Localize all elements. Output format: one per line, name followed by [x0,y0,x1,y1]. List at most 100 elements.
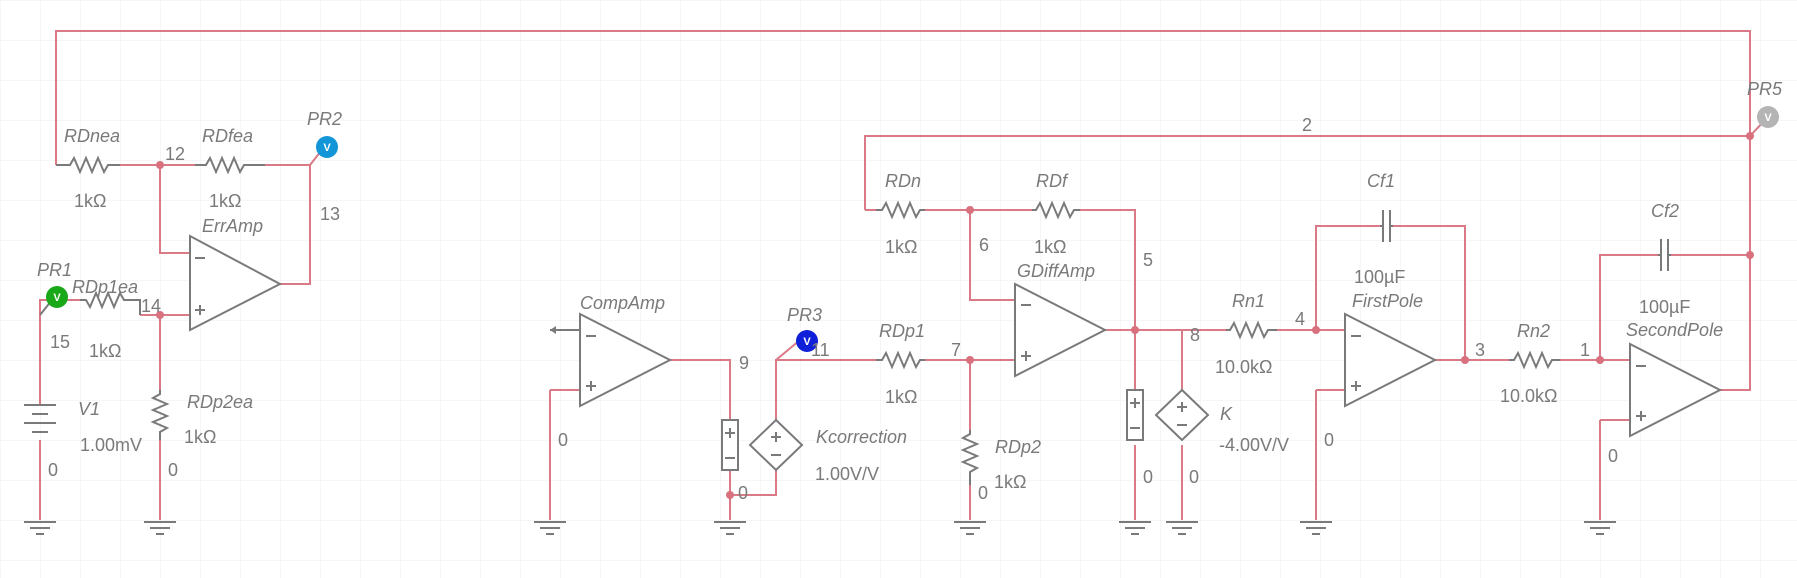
probe-symbol: V [803,336,811,348]
net-label: 12 [165,144,185,164]
value-Cf2: 100µF [1639,297,1690,317]
value-RDn: 1kΩ [885,237,917,257]
voltage-source-V1[interactable] [24,404,56,433]
ground-icon [24,521,56,535]
probe-PR5[interactable]: V [1757,106,1779,128]
ground-icon [534,521,566,535]
label-FirstPole: FirstPole [1352,291,1423,311]
ground-icon [1300,521,1332,535]
label-RDp2: RDp2 [995,437,1041,457]
resistor-Rn1[interactable] [1226,320,1277,340]
resistor-RDp1ea[interactable] [80,290,141,315]
label-GDiffAmp: GDiffAmp [1017,261,1095,281]
label-CompAmp: CompAmp [580,293,665,313]
ground-icon [714,521,746,535]
label-PR3: PR3 [787,305,822,325]
label-Kcorrection: Kcorrection [816,427,907,447]
net-label: 5 [1143,250,1153,270]
net-label: 0 [1143,467,1153,487]
ground-symbols [24,521,1616,535]
opamp-FirstPole[interactable] [1344,312,1438,408]
value-RDp1: 1kΩ [885,387,917,407]
ground-icon [1166,521,1198,535]
vcvs-K[interactable] [1126,388,1210,442]
resistor-RDp1[interactable] [876,350,925,370]
value-RDp2ea: 1kΩ [184,427,216,447]
opamp-GDiffAmp[interactable] [1014,282,1108,378]
component-labels: RDnea 1kΩ RDfea 1kΩ ErrAmp PR2 PR1 RDp1e… [37,79,1783,492]
opamp-CompAmp[interactable] [550,312,673,408]
net-label: 0 [738,483,748,503]
ground-icon [1584,521,1616,535]
capacitor-Cf1[interactable] [1380,210,1393,242]
probe-PR3[interactable]: V [796,330,818,352]
resistor-RDfea[interactable] [195,155,265,175]
opamp-ErrAmp[interactable] [189,234,283,332]
value-K: -4.00V/V [1219,435,1289,455]
net-label: 0 [168,460,178,480]
resistor-RDp2[interactable] [960,430,980,485]
label-ErrAmp: ErrAmp [202,216,263,236]
net-label: 0 [48,460,58,480]
label-RDp2ea: RDp2ea [187,392,253,412]
resistor-RDf[interactable] [1032,200,1080,220]
net-label: 0 [1189,467,1199,487]
net-label: 1 [1580,340,1590,360]
label-PR5: PR5 [1747,79,1783,99]
value-RDp1ea: 1kΩ [89,341,121,361]
net-label: 0 [978,483,988,503]
wires [39,30,1766,520]
net-label: 8 [1190,325,1200,345]
label-RDp1ea: RDp1ea [72,277,138,297]
label-RDfea: RDfea [202,126,253,146]
probe-marker-icon [796,330,818,352]
value-Rn1: 10.0kΩ [1215,357,1273,377]
net-label: 3 [1475,340,1485,360]
opamp-SecondPole[interactable] [1629,342,1723,438]
value-Cf1: 100µF [1354,267,1405,287]
probe-marker-icon [46,286,68,308]
capacitor-Cf2[interactable] [1658,239,1671,271]
resistor-RDn[interactable] [876,200,925,220]
probe-PR1[interactable]: V [39,286,68,316]
value-V1: 1.00mV [80,435,142,455]
probe-marker-icon [1757,106,1779,128]
label-Rn2: Rn2 [1517,321,1550,341]
resistor-RDp2ea[interactable] [150,390,170,440]
resistor-Rn2[interactable] [1509,350,1560,370]
label-K: K [1220,404,1233,424]
label-RDp1: RDp1 [879,321,925,341]
label-RDf: RDf [1036,171,1069,191]
label-V1: V1 [78,399,100,419]
net-label: 9 [739,353,749,373]
ground-icon [954,521,986,535]
label-RDnea: RDnea [64,126,120,146]
value-RDp2: 1kΩ [994,472,1026,492]
vcvs-Kcorrection[interactable] [721,418,804,472]
probe-PR2[interactable]: V [316,136,338,158]
label-SecondPole: SecondPole [1626,320,1723,340]
label-Rn1: Rn1 [1232,291,1265,311]
label-Cf2: Cf2 [1651,201,1679,221]
probe-symbol: V [1764,112,1772,124]
net-label: 11 [811,340,830,360]
net-label: 0 [1324,430,1334,450]
net-label: 2 [1302,115,1312,135]
ground-icon [144,521,176,535]
value-Rn2: 10.0kΩ [1500,386,1558,406]
value-Kcorrection: 1.00V/V [815,464,879,484]
net-label: 4 [1295,309,1305,329]
ground-icon [1119,521,1151,535]
value-RDf: 1kΩ [1034,237,1066,257]
value-RDfea: 1kΩ [209,191,241,211]
label-PR1: PR1 [37,260,72,280]
junction-nodes [156,132,1754,499]
resistor-RDnea[interactable] [56,155,120,175]
net-labels: 12 13 14 15 0 0 0 9 0 11 7 0 6 5 2 0 0 8… [48,115,1618,503]
probe-symbol: V [53,292,61,304]
label-Cf1: Cf1 [1367,171,1395,191]
net-label: 6 [979,235,989,255]
label-PR2: PR2 [307,109,342,129]
